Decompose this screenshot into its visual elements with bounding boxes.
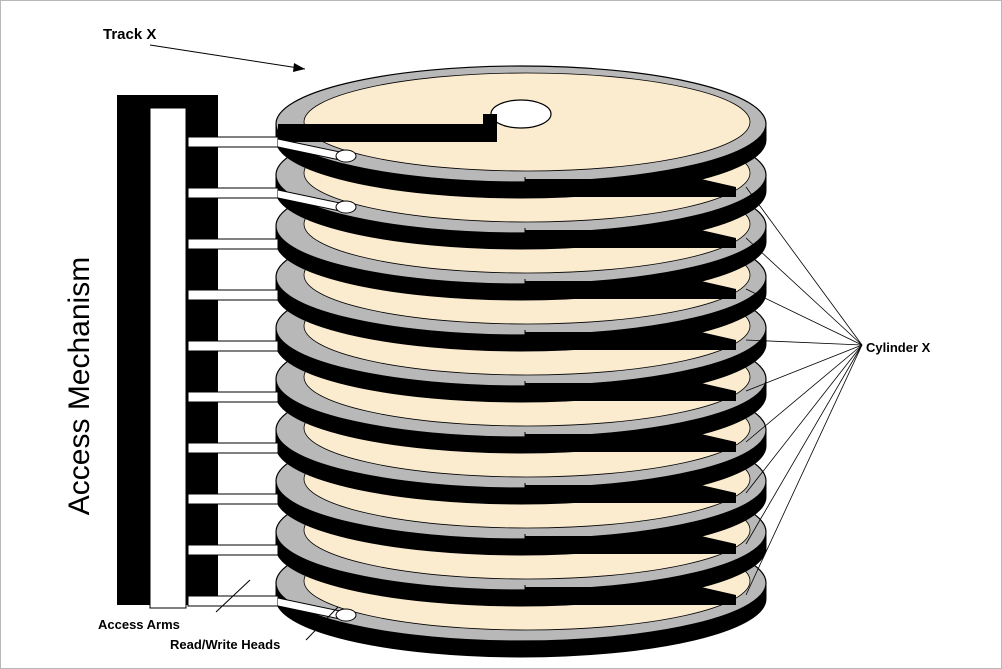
access-arms <box>187 136 357 622</box>
cylinder-x-leader <box>745 288 863 346</box>
read-write-head <box>335 608 357 622</box>
cylinder-x-leader <box>745 339 863 346</box>
cylinder-x-label: Cylinder X <box>866 340 931 355</box>
read-write-head <box>335 200 357 214</box>
access-arms-label: Access Arms <box>98 617 180 632</box>
mechanism-inner <box>149 107 187 609</box>
cylinder-x-leader <box>745 344 863 596</box>
track-x-cutaway <box>278 114 497 142</box>
cylinder-x-leader <box>745 344 863 494</box>
cylinder-x-leader <box>745 344 863 392</box>
cylinder-x-leader <box>745 344 863 443</box>
access-arms-leader <box>215 579 251 613</box>
access-arm <box>187 238 279 250</box>
access-arm <box>187 289 279 301</box>
access-arm <box>187 136 279 148</box>
cylinder-track-segment <box>525 332 736 350</box>
cylinder-track-segment <box>525 434 736 452</box>
cylinder-x-leader <box>745 237 863 346</box>
track-x-arrowhead <box>293 63 305 72</box>
read-write-heads-label: Read/Write Heads <box>170 637 281 652</box>
cylinder-x-leader <box>745 186 863 346</box>
cylinder-track-segment <box>525 383 736 401</box>
track-x-label: Track X <box>103 26 157 43</box>
cylinder-track-segment <box>525 536 736 554</box>
label-leaders <box>149 44 863 641</box>
access-mechanism-label: Access Mechanism <box>63 256 96 516</box>
read-write-heads-leader <box>305 606 339 641</box>
cylinder-track-segment <box>525 179 736 197</box>
cylinder-x-tracks <box>278 99 736 605</box>
access-arm <box>187 340 279 352</box>
track-x-leader <box>149 44 306 70</box>
access-arm <box>187 187 279 199</box>
cylinder-track-segment <box>525 230 736 248</box>
spindle-hole <box>490 99 552 129</box>
access-arm <box>187 595 279 607</box>
access-arm <box>187 442 279 454</box>
access-arm <box>187 391 279 403</box>
access-arm <box>187 493 279 505</box>
cylinder-track-segment <box>525 587 736 605</box>
cylinder-track-segment <box>525 281 736 299</box>
access-arm <box>187 544 279 556</box>
access-mechanism <box>117 95 218 609</box>
cylinder-x-leader <box>745 344 863 545</box>
read-write-head <box>335 149 357 163</box>
cylinder-track-segment <box>525 485 736 503</box>
